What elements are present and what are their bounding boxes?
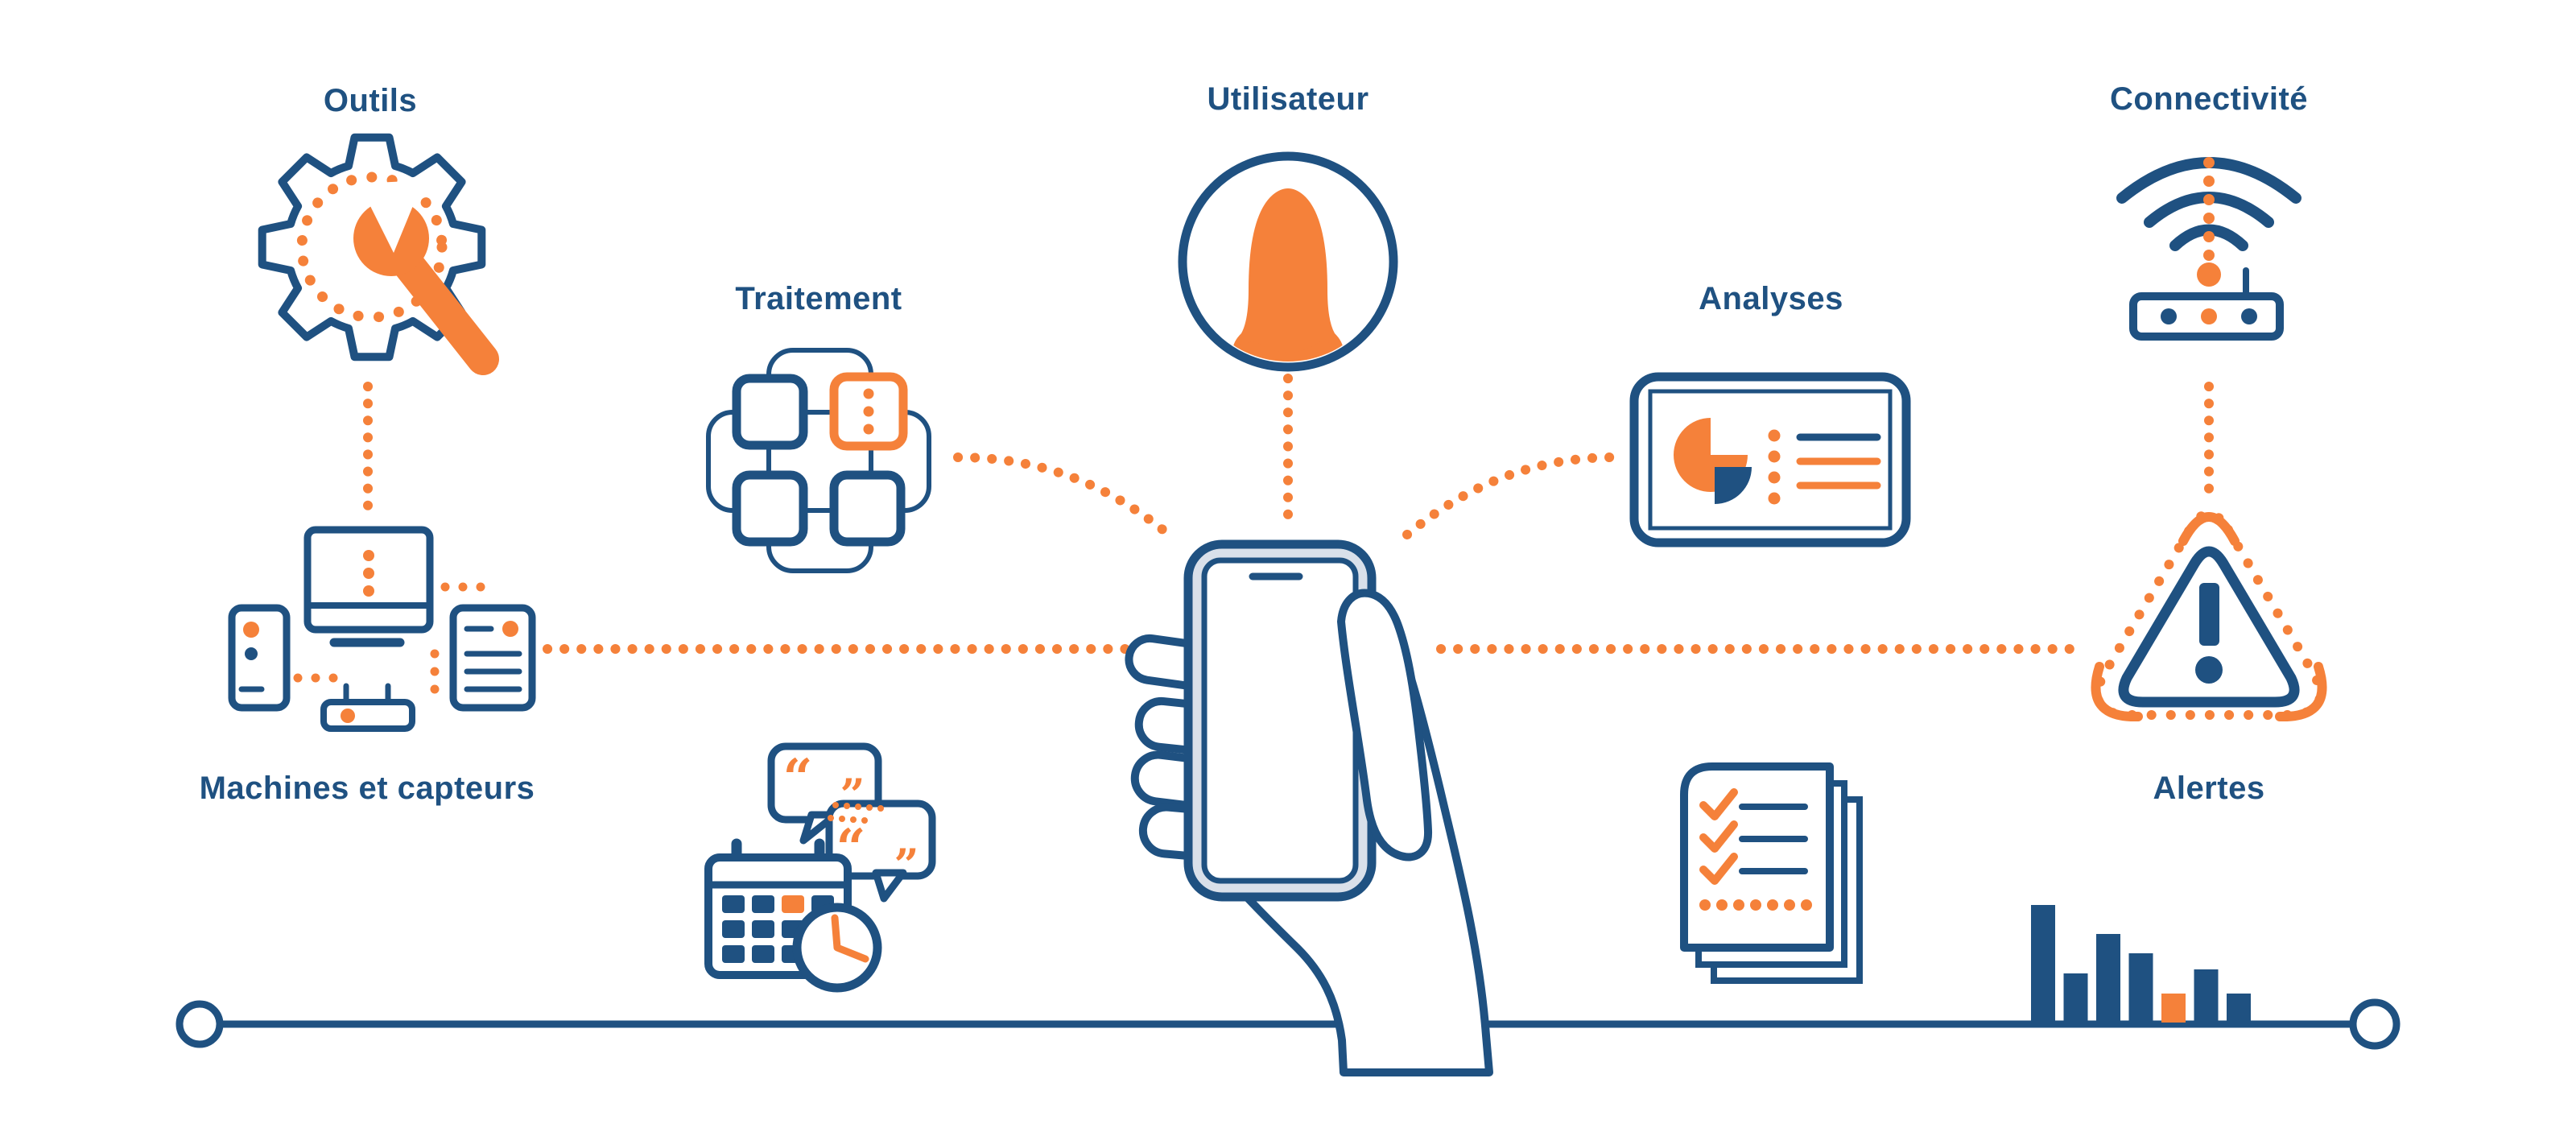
quote-close-glyph: ” [894,839,919,890]
bar-chart-bar [2161,994,2186,1023]
label-machines: Machines et capteurs [200,771,535,806]
chat-dotted-text [828,802,884,824]
bar-chart-bar [2031,905,2055,1023]
connector-phone-analyses [1402,452,1620,539]
tower-icon [228,604,291,712]
label-connectivite: Connectivité [2110,81,2308,117]
bar-chart-bar [2096,934,2120,1023]
wifi-router-icon [2129,267,2284,341]
labels: Outils Traitement Utilisateur Analyses C… [200,81,2308,806]
hand-thumb [1337,589,1432,861]
timeline-right-endpoint [2349,998,2401,1050]
process-node [829,470,906,547]
label-alertes: Alertes [2153,771,2264,806]
timeline-baseline [175,998,2401,1050]
machines-inner-dots [293,582,485,694]
connector-traitement-phone [953,452,1174,539]
bar-chart-bar [2128,953,2153,1023]
process-node [732,374,808,450]
connectivity-icon [2116,157,2301,341]
analytics-dashboard-icon [1629,372,1911,547]
wifi-signal-dots [2197,157,2221,287]
bar-chart-bar [2063,973,2088,1023]
label-traitement: Traitement [735,281,902,316]
monitor-icon [303,526,434,647]
timeline-left-endpoint [175,1000,224,1048]
label-analyses: Analyses [1699,281,1843,316]
pie-chart-slice [1715,467,1752,504]
user-avatar-icon [1178,151,1398,372]
smartphone-hand-icon [1125,539,1493,1076]
checkmark-icons [1699,788,1738,885]
process-flow-icon [706,348,931,573]
checklist-pages-icon [1680,762,1863,984]
machines-sensors-icon [228,526,536,732]
chat-calendar-clock-icon: “ ” “ ” [704,742,936,993]
router-icon [320,683,415,732]
checklist-dotted-row [1699,899,1812,911]
dashboard-bullet-dots [1768,429,1781,505]
wrench-icon [353,180,499,375]
bar-chart-bar [2227,994,2251,1023]
quote-open-glyph: “ [783,748,813,808]
avatar-hair [1232,188,1344,362]
exclamation-icon [2195,583,2223,684]
label-outils: Outils [324,83,417,118]
document-device-icon [449,604,536,712]
bar-chart-icon [2031,905,2251,1023]
phone-screen [1201,557,1359,884]
label-utilisateur: Utilisateur [1207,81,1368,117]
alert-triangle-icon [2091,509,2327,722]
bar-chart-bar [2194,969,2219,1023]
process-node [732,470,808,547]
gear-wrench-icon [258,133,499,375]
clock-icon [792,903,882,993]
smartphone-icon [1183,539,1377,902]
connector-dotted-lines [363,374,2214,654]
gear-dotted-ring [296,171,448,323]
